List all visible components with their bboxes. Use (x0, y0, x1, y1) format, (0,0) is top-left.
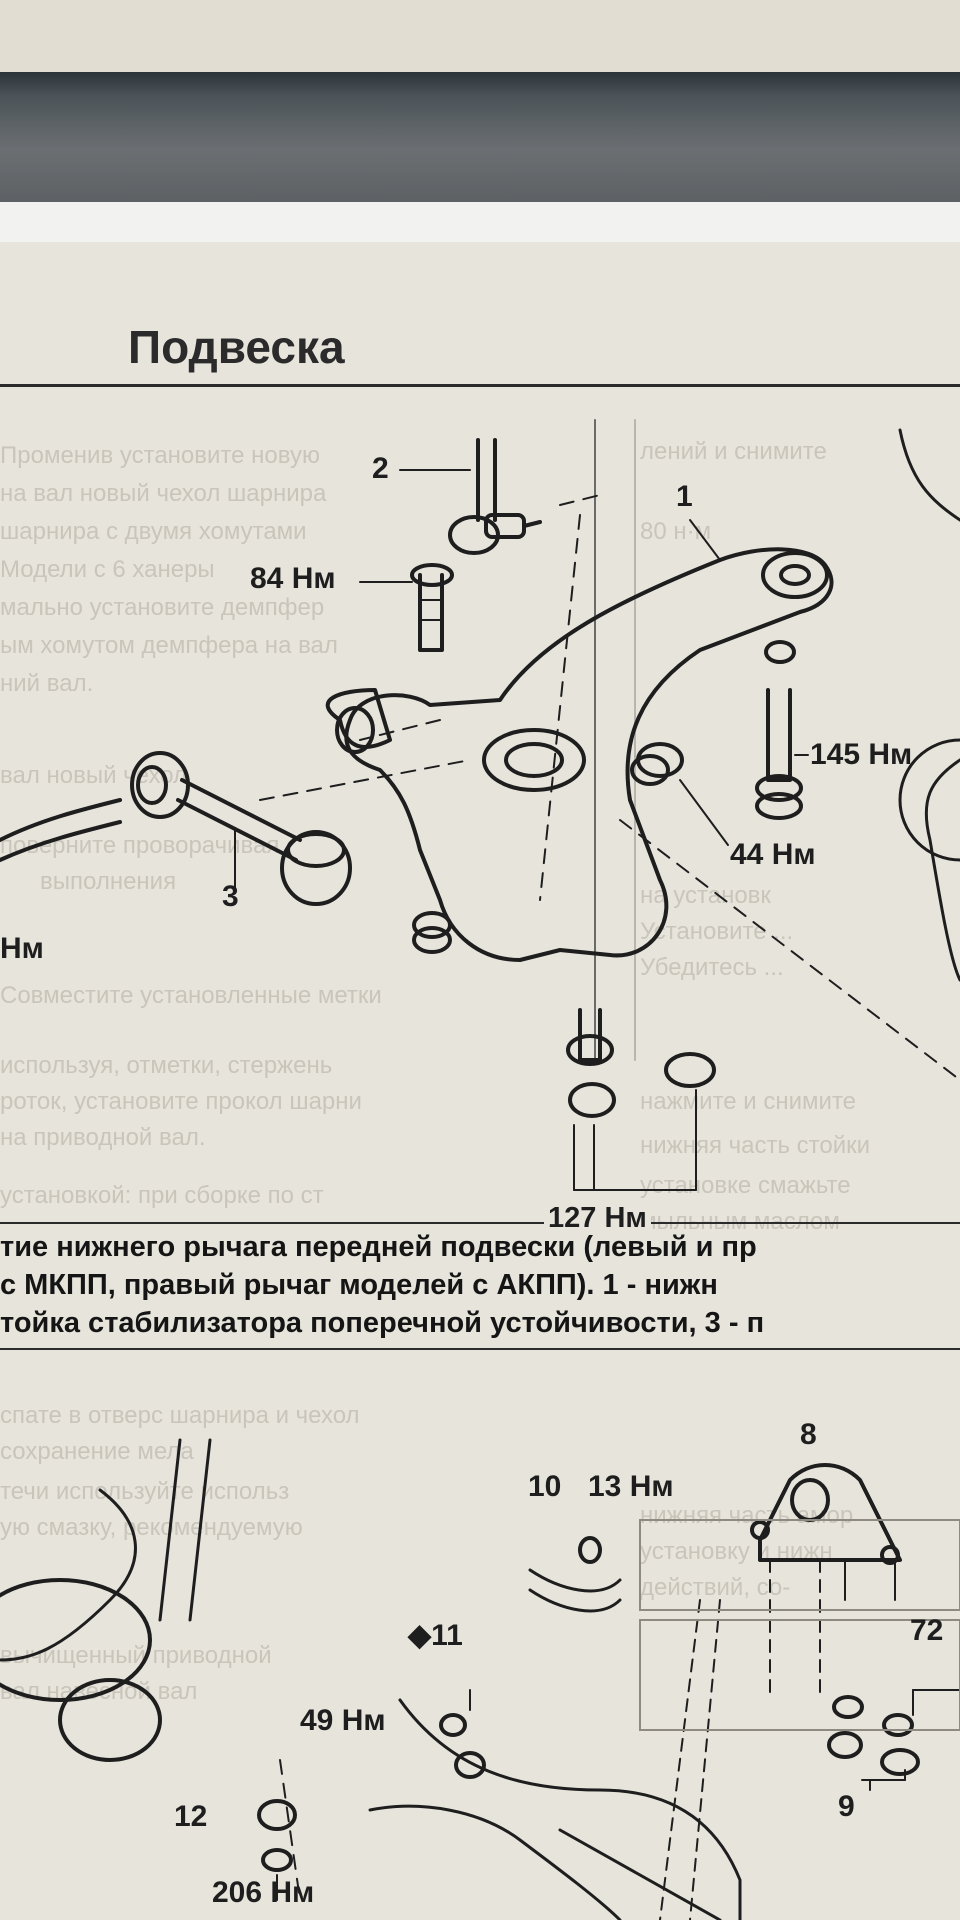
label-part-9: 9 (838, 1790, 855, 1823)
label-part-1: 1 (676, 480, 693, 513)
label-part-8: 8 (800, 1418, 817, 1451)
bleed-line: спате в отверс шарнира и чехол (0, 1402, 360, 1429)
bleed-line: сохранение мела (0, 1438, 194, 1465)
bleed-line: Модели с 6 ханеры (0, 556, 215, 583)
bleed-line: установке смажьте (640, 1172, 851, 1199)
bleed-line: на приводной вал. (0, 1124, 206, 1151)
bleed-line: используя, отметки, стержень (0, 1052, 333, 1079)
bleed-line: выполнения (40, 868, 177, 895)
page-title: Подвеска (128, 321, 345, 373)
bleed-line: нижняя часть амор (640, 1502, 854, 1529)
top-page-strip (0, 0, 960, 80)
bleed-line: мально установите демпфер (0, 594, 325, 621)
label-torque-84: 84 Нм (250, 562, 336, 595)
bleed-line: действий, со- (640, 1574, 791, 1601)
figure-rule-top (0, 1222, 960, 1224)
label-part-11: ◆11 (408, 1619, 463, 1652)
bleed-line: мыльным маслом (640, 1208, 840, 1235)
bleed-line: Совместите установленные метки (0, 982, 382, 1009)
figure-caption: тие нижнего рычага передней подвески (ле… (0, 1228, 960, 1346)
label-torque-127: 127 Нм (544, 1202, 651, 1235)
manual-page (0, 242, 960, 1920)
light-gap-band (0, 202, 960, 242)
bleed-line: на вал новый чехол шарнира (0, 480, 327, 507)
caption-line-1: тие нижнего рычага передней подвески (ле… (0, 1231, 757, 1263)
bleed-line: шарнира с двумя хомутами (0, 518, 307, 545)
label-torque-49: 49 Нм (300, 1704, 386, 1737)
label-part-12: 12 (174, 1800, 208, 1833)
label-part-10: 10 (528, 1470, 562, 1503)
bleed-line: вычищенный приводной (0, 1642, 272, 1669)
bleed-line: Убедитесь ... (640, 954, 784, 981)
label-part-72: 72 (910, 1614, 944, 1647)
label-part-2: 2 (372, 452, 389, 485)
bleed-line: установкой: при сборке по ст (0, 1182, 324, 1209)
dark-background-band (0, 72, 960, 202)
title-rule (0, 384, 960, 387)
bleed-line: ым хомутом демпфера на вал (0, 632, 338, 659)
bleed-line: ую смазку, рекомендуемую (0, 1514, 303, 1541)
label-part-3: 3 (222, 880, 239, 913)
bleed-line: нажмите и снимите (640, 1088, 857, 1115)
bleed-line: лений и снимите (640, 438, 827, 465)
label-torque-206: 206 Нм (212, 1876, 315, 1909)
figure-rule-bottom (0, 1348, 960, 1350)
label-torque-145: 145 Нм (810, 738, 913, 771)
bleed-line: поверните проворачивая (0, 832, 280, 859)
caption-line-3: тойка стабилизатора поперечной устойчиво… (0, 1307, 765, 1339)
bleed-line: нижняя часть стойки (640, 1132, 871, 1159)
bleed-line: Променив установите новую (0, 442, 320, 469)
label-torque-44: 44 Нм (730, 838, 816, 871)
bleed-line: роток, установите прокол шарни (0, 1088, 362, 1115)
label-torque-13: 13 Нм (588, 1470, 674, 1503)
caption-line-2: с МКПП, правый рычаг моделей с АКПП). 1 … (0, 1269, 718, 1301)
bleed-line: ний вал. (0, 670, 94, 697)
label-torque-cut: Нм (0, 932, 44, 965)
bleed-line: течи используйте использ (0, 1478, 290, 1505)
